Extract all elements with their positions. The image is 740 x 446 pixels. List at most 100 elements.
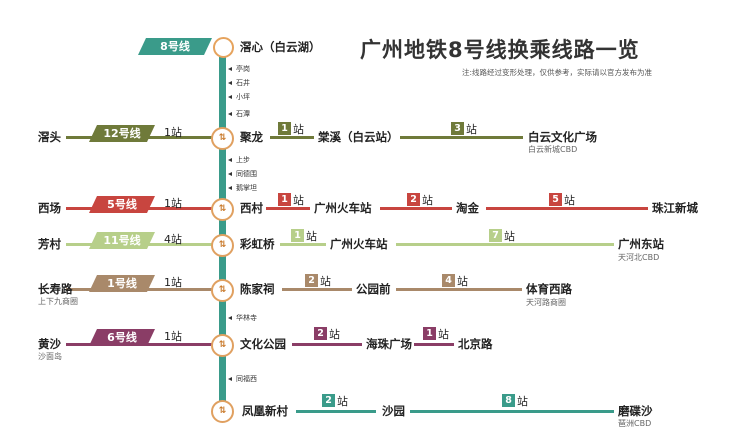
station-tick [228,95,232,99]
row3-seg2-unit: 站 [504,230,515,243]
transfer-station-marker: ⇅ [211,198,234,221]
line-1-track [282,288,352,291]
line-6-track [414,343,454,346]
station-tick [228,81,232,85]
row2-seg3-unit: 站 [564,194,575,207]
row2-stop-count: 1站 [164,197,182,210]
row2-left-station: 西场 [38,201,61,215]
transfer-station-marker: ⇅ [211,279,234,302]
row5-left-station: 黄沙 [38,337,61,351]
line-6-badge: 6号线 [89,329,155,346]
line-6-track [292,343,362,346]
station-label: 石潭 [236,110,250,118]
row5-seg1-badge: 2 [314,327,327,340]
station-tick [228,186,232,190]
row5-left-area: 沙面岛 [38,352,62,361]
row2-seg3-station: 珠江新城 [652,201,698,215]
line-5-track [266,207,310,210]
station-tick [228,172,232,176]
row2-seg1-unit: 站 [293,194,304,207]
station-label: 上步 [236,156,250,164]
row2-seg3-badge: 5 [549,193,562,206]
row3-transfer-station: 彩虹桥 [240,237,275,251]
station-tick [228,112,232,116]
row3-seg2-station: 广州东站 [618,237,664,251]
line-11-track [280,243,326,246]
row4-seg1-station: 公园前 [356,282,391,296]
row4-seg2-station: 体育西路 [526,282,572,296]
row4-seg1-badge: 2 [305,274,318,287]
station-tick [228,67,232,71]
row1-seg1-station: 棠溪（白云站） [318,130,399,144]
line-11-track [396,243,614,246]
row6-seg2-unit: 站 [517,395,528,408]
line-1-track [396,288,522,291]
row3-seg1-unit: 站 [306,230,317,243]
row2-seg2-badge: 2 [407,193,420,206]
row3-stop-count: 4站 [164,233,182,246]
row1-left-station: 滘头 [38,130,61,144]
row4-stop-count: 1站 [164,276,182,289]
row3-seg1-station: 广州火车站 [330,237,388,251]
row1-seg2-area: 白云新城CBD [528,145,578,154]
row6-seg1-station: 沙园 [382,404,405,418]
station-label: 鹅掌坦 [236,184,257,192]
row5-seg1-unit: 站 [329,328,340,341]
line-12-track [400,136,523,139]
line-5-track [486,207,648,210]
row3-seg2-area: 天河北CBD [618,253,660,262]
row1-seg2-station: 白云文化广场 [528,130,597,144]
row6-seg2-station: 磨碟沙 [618,404,653,418]
line-1-badge: 1号线 [89,275,155,292]
station-label: 石井 [236,79,250,87]
terminus-station-name: 滘心（白云湖） [240,40,321,54]
row4-seg2-unit: 站 [457,275,468,288]
row1-seg1-unit: 站 [293,123,304,136]
line-11-badge: 11号线 [89,232,155,249]
transfer-station-marker: ⇅ [211,400,234,423]
row6-seg1-badge: 2 [322,394,335,407]
transfer-station-marker: ⇅ [211,334,234,357]
row2-transfer-station: 西村 [240,201,263,215]
row2-seg2-unit: 站 [422,194,433,207]
row2-seg1-station: 广州火车站 [314,201,372,215]
row6-seg2-badge: 8 [502,394,515,407]
page-title: 广州地铁8号线换乘线路一览 [360,38,640,62]
station-label: 亭岗 [236,65,250,73]
row1-stop-count: 1站 [164,126,182,139]
transfer-station-marker: ⇅ [211,234,234,257]
station-label: 同福西 [236,375,257,383]
row1-seg2-badge: 3 [451,122,464,135]
row5-seg2-unit: 站 [438,328,449,341]
row3-seg2-badge: 7 [489,229,502,242]
row1-seg2-unit: 站 [466,123,477,136]
line-8-track [219,50,226,408]
row5-seg1-station: 海珠广场 [366,337,412,351]
row3-seg1-badge: 1 [291,229,304,242]
line-5-badge: 5号线 [89,196,155,213]
line-10-track [296,410,376,413]
row4-seg2-area: 天河路商圈 [526,298,566,307]
row6-seg1-unit: 站 [337,395,348,408]
row1-seg1-badge: 1 [278,122,291,135]
line-12-track [270,136,314,139]
line-8-badge: 8号线 [138,38,212,55]
line-5-track [380,207,452,210]
station-label: 同德围 [236,170,257,178]
row4-left-station: 长寿路 [38,282,73,296]
row5-seg2-badge: 1 [423,327,436,340]
row5-transfer-station: 文化公园 [240,337,286,351]
station-label: 小坪 [236,93,250,101]
row6-seg2-area: 琶洲CBD [618,419,652,428]
row3-left-station: 芳村 [38,237,61,251]
row1-transfer-station: 聚龙 [240,130,263,144]
row5-stop-count: 1站 [164,330,182,343]
station-tick [228,316,232,320]
row6-transfer-station: 凤凰新村 [242,404,288,418]
line-12-badge: 12号线 [89,125,155,142]
station-label: 华林寺 [236,314,257,322]
row4-left-area: 上下九商圈 [38,297,78,306]
row2-seg2-station: 淘金 [456,201,479,215]
row2-seg1-badge: 1 [278,193,291,206]
station-tick [228,158,232,162]
